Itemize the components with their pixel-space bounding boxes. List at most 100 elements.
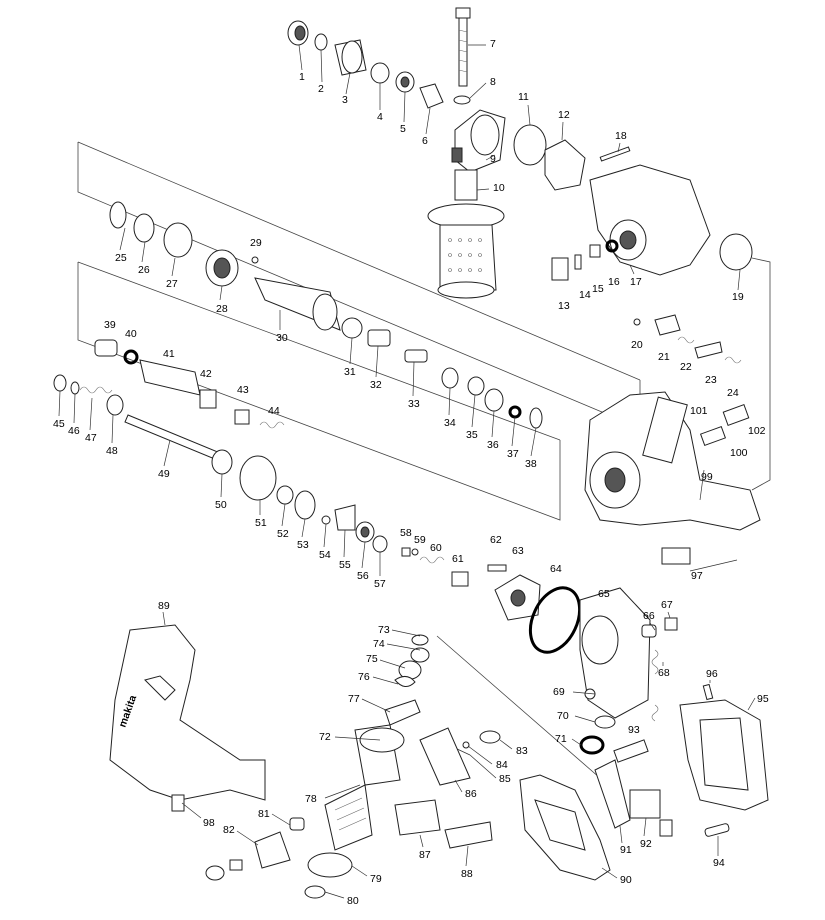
part-motor-parts (304, 634, 430, 899)
label-82: 82 (223, 824, 235, 836)
part-series-81-88 (205, 727, 501, 881)
label-70: 70 (557, 710, 569, 722)
label-87: 87 (419, 849, 431, 861)
part-labels: 1 2 3 4 5 6 7 8 9 10 11 12 13 14 15 16 1… (53, 38, 769, 907)
part-motor-housing (579, 587, 678, 755)
label-45: 45 (53, 418, 65, 430)
label-57: 57 (374, 578, 386, 590)
label-20: 20 (631, 339, 643, 351)
label-39: 39 (104, 319, 116, 331)
label-16: 16 (608, 276, 620, 288)
label-12: 12 (558, 109, 570, 121)
part-gear-housing (589, 146, 753, 276)
label-69: 69 (553, 686, 565, 698)
label-24: 24 (727, 387, 739, 399)
label-98: 98 (203, 817, 215, 829)
label-30: 30 (276, 332, 288, 344)
label-15: 15 (592, 283, 604, 295)
label-84: 84 (496, 759, 508, 771)
label-88: 88 (461, 868, 473, 880)
part-housing-right (519, 774, 611, 881)
label-14: 14 (579, 289, 591, 301)
label-8: 8 (490, 76, 496, 88)
label-37: 37 (507, 448, 519, 460)
label-55: 55 (339, 559, 351, 571)
label-51: 51 (255, 517, 267, 529)
part-group-front (287, 20, 444, 109)
label-50: 50 (215, 499, 227, 511)
label-85: 85 (499, 773, 511, 785)
label-13: 13 (558, 300, 570, 312)
label-66: 66 (643, 610, 655, 622)
label-26: 26 (138, 264, 150, 276)
label-3: 3 (342, 94, 348, 106)
label-46: 46 (68, 425, 80, 437)
label-54: 54 (319, 549, 331, 561)
label-17: 17 (630, 276, 642, 288)
label-34: 34 (444, 417, 456, 429)
label-93: 93 (628, 724, 640, 736)
label-75: 75 (366, 653, 378, 665)
label-1: 1 (299, 71, 305, 83)
label-40: 40 (125, 328, 137, 340)
label-43: 43 (237, 384, 249, 396)
part-series-58-63 (401, 547, 541, 621)
label-5: 5 (400, 123, 406, 135)
label-48: 48 (106, 445, 118, 457)
label-61: 61 (452, 553, 464, 565)
part-side-clamp (451, 109, 506, 173)
part-bolt (453, 7, 471, 105)
label-100: 100 (730, 447, 748, 459)
label-21: 21 (658, 351, 670, 363)
label-64: 64 (550, 563, 562, 575)
label-33: 33 (408, 398, 420, 410)
label-76: 76 (358, 671, 370, 683)
label-59: 59 (414, 534, 426, 546)
label-67: 67 (661, 599, 673, 611)
part-housing-left: makita (109, 624, 266, 812)
label-41: 41 (163, 348, 175, 360)
label-56: 56 (357, 570, 369, 582)
label-42: 42 (200, 368, 212, 380)
label-71: 71 (555, 733, 567, 745)
label-52: 52 (277, 528, 289, 540)
label-11: 11 (518, 91, 529, 103)
part-small-13-16 (551, 239, 619, 281)
label-102: 102 (748, 425, 766, 437)
part-side-grip (427, 169, 505, 299)
label-83: 83 (516, 745, 528, 757)
label-99: 99 (701, 471, 713, 483)
label-19: 19 (732, 291, 744, 303)
label-53: 53 (297, 539, 309, 551)
label-44: 44 (268, 405, 280, 417)
label-86: 86 (465, 788, 477, 800)
label-81: 81 (258, 808, 270, 820)
label-38: 38 (525, 458, 537, 470)
label-65: 65 (598, 588, 610, 600)
label-68: 68 (658, 667, 670, 679)
label-4: 4 (377, 111, 383, 123)
part-handle-housing (679, 683, 769, 811)
label-23: 23 (705, 374, 717, 386)
label-91: 91 (620, 844, 632, 856)
label-2: 2 (318, 83, 324, 95)
label-94: 94 (713, 857, 725, 869)
part-series-45-49 (53, 374, 226, 463)
label-79: 79 (370, 873, 382, 885)
label-62: 62 (490, 534, 502, 546)
label-6: 6 (422, 135, 428, 147)
part-rings-11-12 (513, 124, 586, 191)
label-27: 27 (166, 278, 178, 290)
label-72: 72 (319, 731, 331, 743)
part-series-91-94 (594, 739, 730, 837)
label-96: 96 (706, 668, 718, 680)
label-7: 7 (490, 38, 496, 50)
label-49: 49 (158, 468, 170, 480)
part-spindle (251, 256, 341, 331)
label-92: 92 (640, 838, 652, 850)
part-series-50-57 (211, 449, 388, 553)
leader-lines (58, 44, 756, 899)
label-74: 74 (373, 638, 385, 650)
label-80: 80 (347, 895, 359, 907)
